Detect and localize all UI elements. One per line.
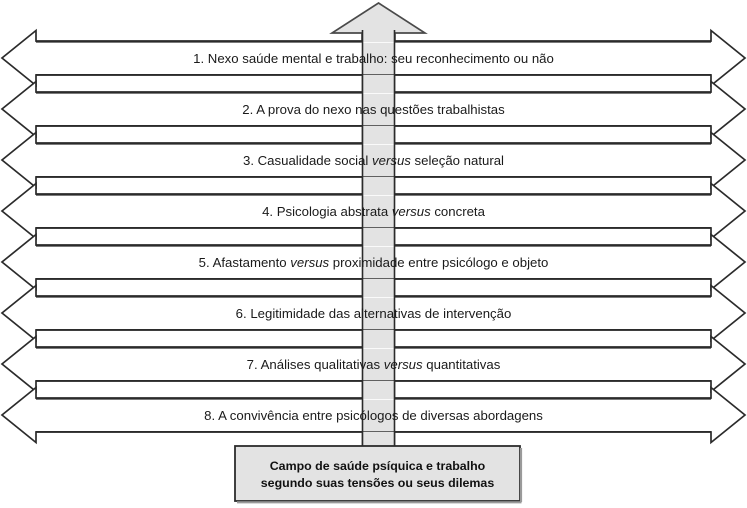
shaft-overlay-segments	[361, 30, 396, 454]
arrow-bar-rules	[36, 40, 711, 433]
field-summary-box	[234, 445, 521, 502]
